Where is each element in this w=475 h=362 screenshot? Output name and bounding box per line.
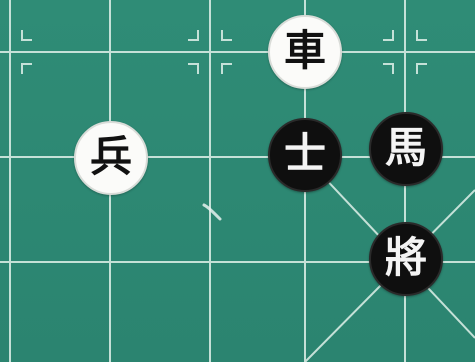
black-advisor-piece[interactable]: 士 <box>268 118 342 192</box>
piece-glyph: 車 <box>283 26 326 75</box>
piece-glyph: 兵 <box>89 132 132 181</box>
board-scratch-mark <box>202 203 222 221</box>
red-chariot-piece[interactable]: 車 <box>268 15 342 89</box>
black-general-piece[interactable]: 將 <box>369 222 443 296</box>
black-horse-piece[interactable]: 馬 <box>369 112 443 186</box>
piece-glyph: 馬 <box>384 123 427 172</box>
piece-glyph: 將 <box>384 233 427 282</box>
red-soldier-piece[interactable]: 兵 <box>74 121 148 195</box>
piece-glyph: 士 <box>283 129 326 178</box>
